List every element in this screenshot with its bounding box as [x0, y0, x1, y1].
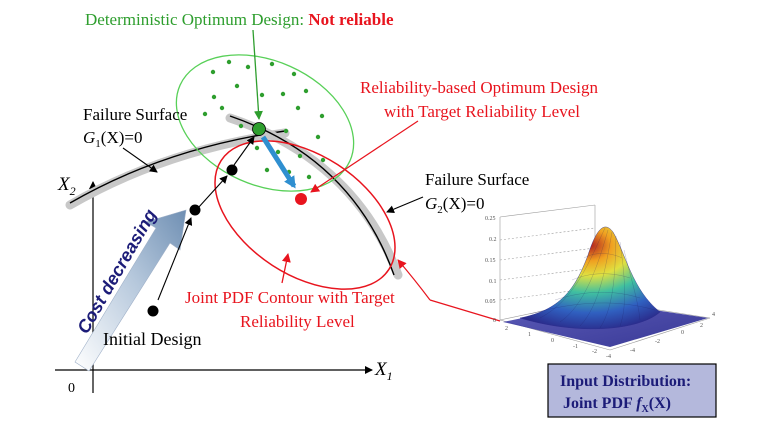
svg-text:Failure Surface: Failure Surface [83, 105, 187, 124]
deterministic-region [175, 54, 355, 192]
failure-surface-2-label: Failure Surface G2(X)=0 [386, 170, 529, 216]
svg-text:-4: -4 [630, 348, 635, 354]
pdf-peak [519, 226, 661, 330]
svg-text:-4: -4 [606, 354, 611, 360]
svg-text:G1(X)=0: G1(X)=0 [83, 128, 142, 150]
title-arrow [252, 29, 263, 120]
svg-text:0: 0 [681, 330, 684, 336]
failure-surface-1-curve-shadow [65, 128, 290, 210]
svg-text:0: 0 [551, 338, 554, 344]
pdf-mesh [529, 227, 656, 329]
failure-surface-1-label: Failure Surface G1(X)=0 [83, 105, 187, 173]
rbdo-label: Reliability-based Optimum Design with Ta… [310, 78, 598, 193]
design-path [147, 122, 307, 317]
svg-text:0.25: 0.25 [485, 216, 496, 222]
z-tick-labels: 0.25 0.2 0.15 0.1 0.05 0 [485, 216, 497, 324]
intermediate-design-point [226, 164, 238, 176]
rbdo-label-arrow [310, 120, 419, 193]
input-box-line1: Input Distribution: [560, 373, 691, 390]
svg-text:4: 4 [712, 312, 715, 318]
svg-text:1: 1 [528, 332, 531, 338]
svg-text:-2: -2 [592, 349, 597, 355]
svg-text:Failure Surface: Failure Surface [425, 170, 529, 189]
svg-text:0.2: 0.2 [489, 237, 497, 243]
rbdo-label-line2: with Target Reliability Level [384, 102, 580, 121]
deterministic-ellipse [175, 54, 355, 192]
svg-text:G2(X)=0: G2(X)=0 [425, 194, 484, 216]
initial-design-label: Initial Design [103, 329, 201, 349]
y-tick-labels: 4 2 0 -2 -4 [630, 312, 715, 354]
svg-text:0.05: 0.05 [485, 299, 496, 305]
deterministic-title: Deterministic Optimum Design: Not reliab… [85, 10, 394, 29]
monte-carlo-samples [202, 59, 326, 180]
deterministic-optimum-point [252, 122, 266, 136]
y-axis-label: X2 [57, 174, 76, 198]
failure-surface-1-curve [69, 130, 286, 204]
svg-text:Joint PDF Contour with Target: Joint PDF Contour with Target [185, 288, 395, 307]
axes: X2 X1 0 [55, 174, 393, 396]
svg-text:0.15: 0.15 [485, 258, 496, 264]
x-axis-label: X1 [374, 359, 393, 383]
shift-arrow [260, 135, 297, 189]
initial-design-point [147, 305, 159, 317]
rbdo-label-line1: Reliability-based Optimum Design [360, 78, 598, 97]
x-tick-labels: 2 1 0 -1 -2 -4 [505, 326, 611, 360]
joint-pdf-contour [214, 140, 396, 290]
input-distribution-box: Input Distribution: Joint PDF fX(X) [547, 363, 717, 418]
svg-text:-1: -1 [573, 344, 578, 350]
joint-pdf-surface-plot: 0.25 0.2 0.15 0.1 0.05 0 2 1 0 -1 -2 -4 … [485, 204, 715, 360]
rbdo-optimum-point [295, 193, 307, 205]
svg-text:2: 2 [505, 326, 508, 332]
svg-text:-2: -2 [655, 339, 660, 345]
pdf-contour-label: Joint PDF Contour with Target Reliabilit… [185, 253, 501, 331]
svg-text:Reliability Level: Reliability Level [240, 312, 355, 331]
svg-text:2: 2 [700, 323, 703, 329]
intermediate-design-point [189, 204, 201, 216]
svg-text:0: 0 [493, 318, 496, 324]
origin-label: 0 [68, 381, 75, 396]
input-box-line2: Joint PDF fX(X) [563, 395, 671, 415]
svg-text:0.1: 0.1 [489, 279, 497, 285]
